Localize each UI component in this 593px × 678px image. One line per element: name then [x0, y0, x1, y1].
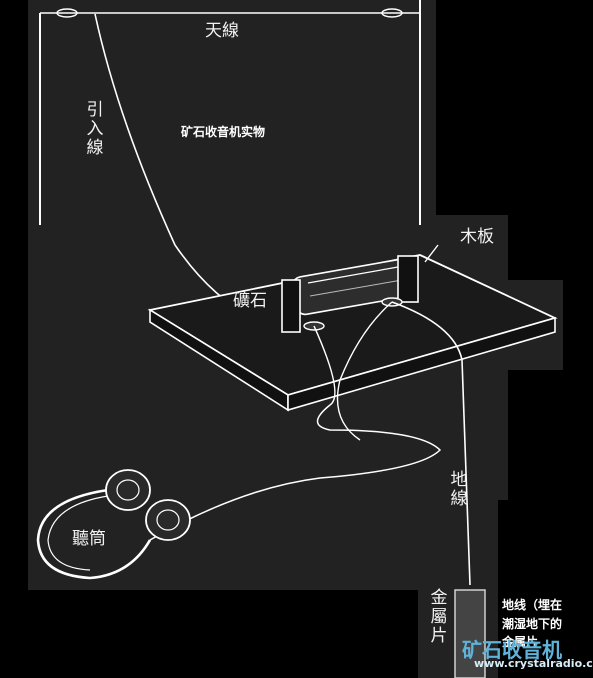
wooden-board-front: [287, 316, 556, 412]
watermark-title: 矿石收音机: [462, 638, 562, 662]
ground-wire-label: 地線: [446, 470, 467, 508]
detector-tube-highlight: [307, 266, 399, 284]
board-label: 木板: [460, 227, 494, 247]
metal-plate: [454, 589, 486, 678]
insulator-right: [381, 8, 403, 18]
crystal-label: 礦石: [233, 291, 267, 311]
diagram-caption: 矿石收音机实物: [181, 125, 266, 139]
insulator-left: [56, 8, 78, 18]
earpiece-left-inner: [116, 479, 140, 501]
lead-in-label: 引入線: [82, 100, 103, 157]
earphone-label: 聽筒: [72, 529, 106, 549]
headband: [36, 488, 152, 580]
detector-left-bracket: [281, 279, 301, 333]
metal-plate-label: 金屬片: [426, 588, 447, 645]
headband-inner: [47, 495, 109, 571]
ground-note: 地线（埋在潮湿地下的金属片: [502, 598, 563, 650]
dark-panel-4: [28, 490, 498, 590]
board-pointer: [424, 244, 439, 263]
detector-tube-highlight-2: [309, 279, 403, 297]
earphone-cord-1: [149, 325, 442, 541]
detector-right-bracket: [397, 255, 419, 303]
watermark-url: www.crystalradio.cn: [474, 657, 593, 670]
earpiece-right-inner: [156, 509, 180, 531]
antenna-label: 天線: [205, 21, 239, 41]
earpiece-left: [105, 469, 151, 511]
earphone-cord-2: [336, 301, 393, 441]
dark-panel: [28, 0, 436, 232]
ground-wire: [391, 301, 471, 586]
earpiece-right: [145, 499, 191, 541]
